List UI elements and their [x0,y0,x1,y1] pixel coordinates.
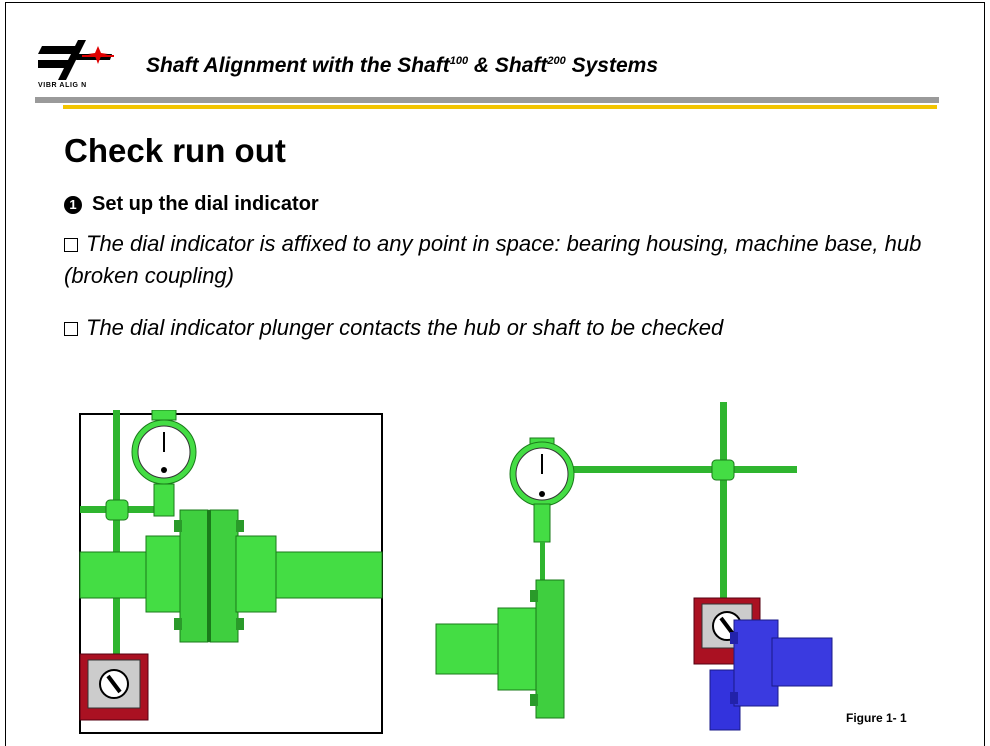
dial-indicator-illustration-right [435,402,833,731]
checkbox-icon [64,238,78,252]
step-number-badge: 1 [64,195,82,214]
header-rule-grey [35,97,939,103]
header-title: Shaft Alignment with the Shaft100 & Shaf… [146,54,659,77]
dial-indicator-illustration-left [79,410,383,734]
bullet-item: The dial indicator plunger contacts the … [64,312,954,344]
vibralign-logo [38,40,114,80]
slide-frame [5,2,985,746]
checkbox-icon [64,322,78,336]
step-label: Set up the dial indicator [92,193,319,215]
logo-text: VIBR ALIG N [38,82,87,89]
header-rule-yellow [63,105,937,109]
figure-caption: Figure 1- 1 [846,711,907,725]
step-heading: 1 Set up the dial indicator [64,193,319,216]
page-title: Check run out [64,132,286,169]
bullet-item: The dial indicator is affixed to any poi… [64,231,922,288]
